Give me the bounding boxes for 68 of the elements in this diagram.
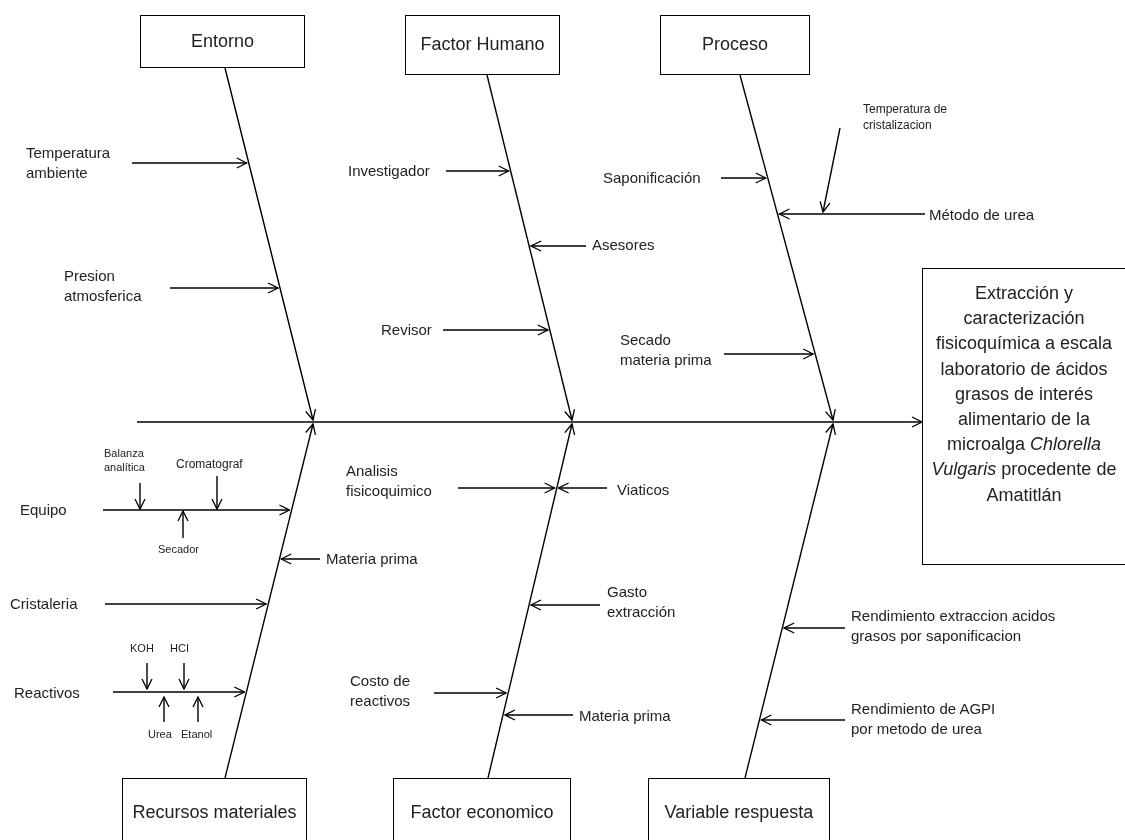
arrow — [778, 208, 926, 220]
arrow — [141, 662, 153, 690]
bone-arrow — [487, 423, 576, 779]
arrow — [530, 240, 587, 252]
category-box: Recursos materiales — [122, 778, 307, 840]
arrow — [131, 157, 248, 169]
arrow — [177, 510, 189, 539]
cause-label: Rendimiento extraccion acidos grasos por saponificacion — [851, 606, 1086, 645]
cause-label: Temperatura de cristalizacion — [863, 102, 958, 134]
cause-label: Temperatura ambiente — [26, 143, 126, 182]
arrow — [819, 127, 841, 213]
sub-cause-label: Urea — [148, 727, 178, 742]
arrow — [760, 714, 846, 726]
arrow — [211, 475, 223, 510]
arrow — [723, 348, 814, 360]
arrow — [102, 504, 291, 516]
bone-arrow — [224, 67, 317, 421]
cause-label: Gasto extracción — [607, 582, 702, 621]
cause-label: Analisis fisicoquimico — [346, 461, 451, 500]
arrow — [442, 324, 549, 336]
sub-cause-label: Balanza analítica — [104, 446, 164, 475]
cause-label: Cristaleria — [10, 594, 100, 614]
sub-cause-label: KOH — [130, 641, 156, 656]
cause-label: Secado materia prima — [620, 330, 720, 369]
sub-cause-label: Cromatograf — [176, 457, 251, 473]
category-box: Proceso — [660, 15, 810, 75]
cause-label: Rendimiento de AGPI por metodo de urea — [851, 699, 1016, 738]
arrow — [433, 687, 507, 699]
arrow — [178, 662, 190, 690]
category-box: Factor economico — [393, 778, 571, 840]
spine-arrow — [136, 416, 923, 428]
cause-label: Saponificación — [603, 168, 718, 188]
cause-label: Revisor — [381, 320, 441, 340]
cause-label: Materia prima — [326, 549, 441, 569]
cause-label: Asesores — [592, 235, 667, 255]
category-box: Variable respuesta — [648, 778, 830, 840]
category-box: Entorno — [140, 15, 305, 68]
arrow — [457, 482, 556, 494]
arrow — [557, 482, 608, 494]
arrow — [158, 696, 170, 723]
effect-box: Extracción y caracterización fisicoquímica a escala laboratorio de ácidos grasos de interés alimentario de la microalga Chlorella Vulgaris procedente de Amatitlán — [922, 268, 1125, 565]
bone-arrow — [224, 423, 317, 779]
bone-arrow — [486, 74, 576, 421]
arrow — [783, 622, 846, 634]
cause-label: Materia prima — [579, 706, 694, 726]
sub-cause-label: Etanol — [181, 727, 221, 742]
cause-label: Reactivos — [14, 683, 104, 703]
arrow — [504, 709, 574, 721]
arrow — [112, 686, 245, 698]
sub-cause-label: Secador — [158, 542, 208, 557]
arrow — [169, 282, 279, 294]
cause-label: Investigador — [348, 161, 443, 181]
arrow — [720, 172, 767, 184]
cause-label: Equipo — [20, 500, 80, 520]
bone-arrow — [739, 74, 836, 421]
cause-label: Presion atmosferica — [64, 266, 164, 305]
sub-cause-label: HCI — [170, 641, 192, 656]
bone-arrow — [744, 423, 837, 779]
arrow — [104, 598, 267, 610]
cause-label: Costo de reactivos — [350, 671, 430, 710]
arrow — [280, 553, 321, 565]
cause-label: Método de urea — [929, 205, 1059, 225]
arrow — [530, 599, 601, 611]
arrow — [134, 482, 146, 510]
cause-label: Viaticos — [617, 480, 687, 500]
arrow — [445, 165, 510, 177]
arrow — [192, 696, 204, 723]
category-box: Factor Humano — [405, 15, 560, 75]
